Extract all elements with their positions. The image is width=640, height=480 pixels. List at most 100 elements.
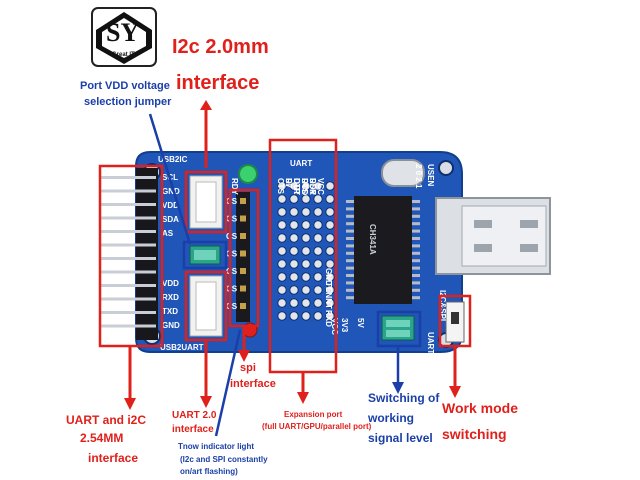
label-usb2uart: USB2UART [160, 343, 204, 352]
vdd-jumper-label-2: selection jumper [84, 96, 172, 108]
label-year: 2 0 2 1 [414, 164, 423, 189]
expansion-pin-label: CTS [276, 178, 285, 195]
chip-pin [412, 259, 420, 263]
spi-pin [240, 303, 246, 309]
expansion-pad [325, 311, 335, 321]
expansion-pad [289, 311, 299, 321]
crystal-oscillator [381, 159, 425, 187]
header-pin [100, 243, 156, 247]
ready-led [238, 164, 258, 184]
expansion-pad [289, 259, 299, 269]
label-uart-mode: UART [426, 332, 435, 354]
chip-pin [346, 266, 354, 270]
expansion-pin-label: DTR [292, 178, 301, 195]
expansion-pin-label: TEN [324, 282, 333, 298]
label-chip: CH341A [368, 224, 377, 255]
expansion-pad [325, 272, 335, 282]
expansion-pad [289, 285, 299, 295]
label-usen: USEN [426, 164, 435, 186]
expansion-label-2: (full UART/GPU/parallel port) [262, 422, 372, 431]
header-pin [100, 297, 156, 301]
chip-pin [346, 281, 354, 285]
label-uart: UART [290, 159, 312, 168]
ch341a-chip [346, 196, 420, 304]
expansion-pad [289, 272, 299, 282]
indicator-label-1: Tnow indicator light [178, 442, 254, 451]
expansion-pad [301, 194, 311, 204]
i2c-pin-label: VDD [162, 201, 179, 210]
header-pin [100, 189, 156, 193]
expansion-pad [313, 259, 323, 269]
expansion-pin-label: OUT [292, 178, 301, 195]
expansion-pin-label: GND [324, 268, 333, 286]
uart-2mm-connector [189, 275, 223, 337]
expansion-pad [301, 311, 311, 321]
chip-pin [412, 266, 420, 270]
expansion-pad [301, 220, 311, 230]
expansion-pad [277, 259, 287, 269]
expansion-pad [277, 285, 287, 295]
highlight-i2c-connector [184, 170, 228, 234]
expansion-pad [289, 207, 299, 217]
uart-pin-label: VDD [162, 279, 179, 288]
spi-pin [240, 198, 246, 204]
spi-pin-label: CS [226, 232, 238, 241]
blue-callout-arrows [148, 113, 404, 437]
chip-pin [346, 274, 354, 277]
switching-label-3: signal level [368, 431, 433, 445]
expansion-pin-label: RI [284, 178, 293, 186]
i2c-2mm-connector [189, 175, 223, 229]
spi-pin-header [236, 192, 250, 322]
logo-mark: SY [106, 18, 140, 47]
i2c-interface-title: I2c 2.0mm [172, 36, 269, 58]
expansion-pad-grid [277, 181, 335, 321]
usb-a-connector [435, 197, 551, 275]
expansion-pad [313, 194, 323, 204]
level-jumper [381, 315, 415, 341]
chip-pin [412, 207, 420, 211]
uart-pin-label: RXD [162, 293, 179, 302]
chip-pin [346, 214, 354, 218]
expansion-pad [325, 298, 335, 308]
expansion-pin-label: INT [324, 296, 333, 309]
logo-caption: Great IT [112, 52, 135, 58]
label-usb2ic: USB2IC [158, 155, 188, 164]
expansion-pad [289, 298, 299, 308]
expansion-pad [313, 298, 323, 308]
chip-pin [412, 200, 420, 203]
indicator-label-3: on/art flashing) [180, 467, 238, 476]
uart-i2c-label-2: 2.54MM [80, 431, 124, 445]
brand-logo [91, 7, 157, 67]
spi-pin [240, 285, 246, 292]
chip-pin [412, 222, 420, 226]
uart-pin-label: GND [162, 321, 180, 330]
expansion-pin-label: RXD [324, 310, 333, 327]
expansion-pad [301, 259, 311, 269]
expansion-pad [325, 259, 335, 269]
expansion-pad [325, 220, 335, 230]
expansion-pad [277, 272, 287, 282]
header-pin [100, 176, 156, 179]
expansion-pad [301, 285, 311, 295]
i2c-pin-label: GND [162, 187, 180, 196]
switching-label-2: working [368, 411, 415, 425]
expansion-pad [289, 233, 299, 243]
spi-pin-label: CS [226, 215, 238, 224]
chip-pin [346, 244, 354, 248]
expansion-pad [289, 194, 299, 204]
header-pin [100, 311, 156, 314]
expansion-pad [289, 181, 299, 191]
spi-pin-label: CS [226, 197, 238, 206]
chip-pin [346, 296, 354, 300]
expansion-pad [277, 194, 287, 204]
spi-pin [240, 215, 246, 222]
red-callout-arrows [124, 100, 461, 410]
i2c-interface-subtitle: interface [176, 72, 260, 94]
expansion-pad [313, 285, 323, 295]
expansion-pad [325, 207, 335, 217]
expansion-pin-label: DCD [300, 178, 309, 196]
